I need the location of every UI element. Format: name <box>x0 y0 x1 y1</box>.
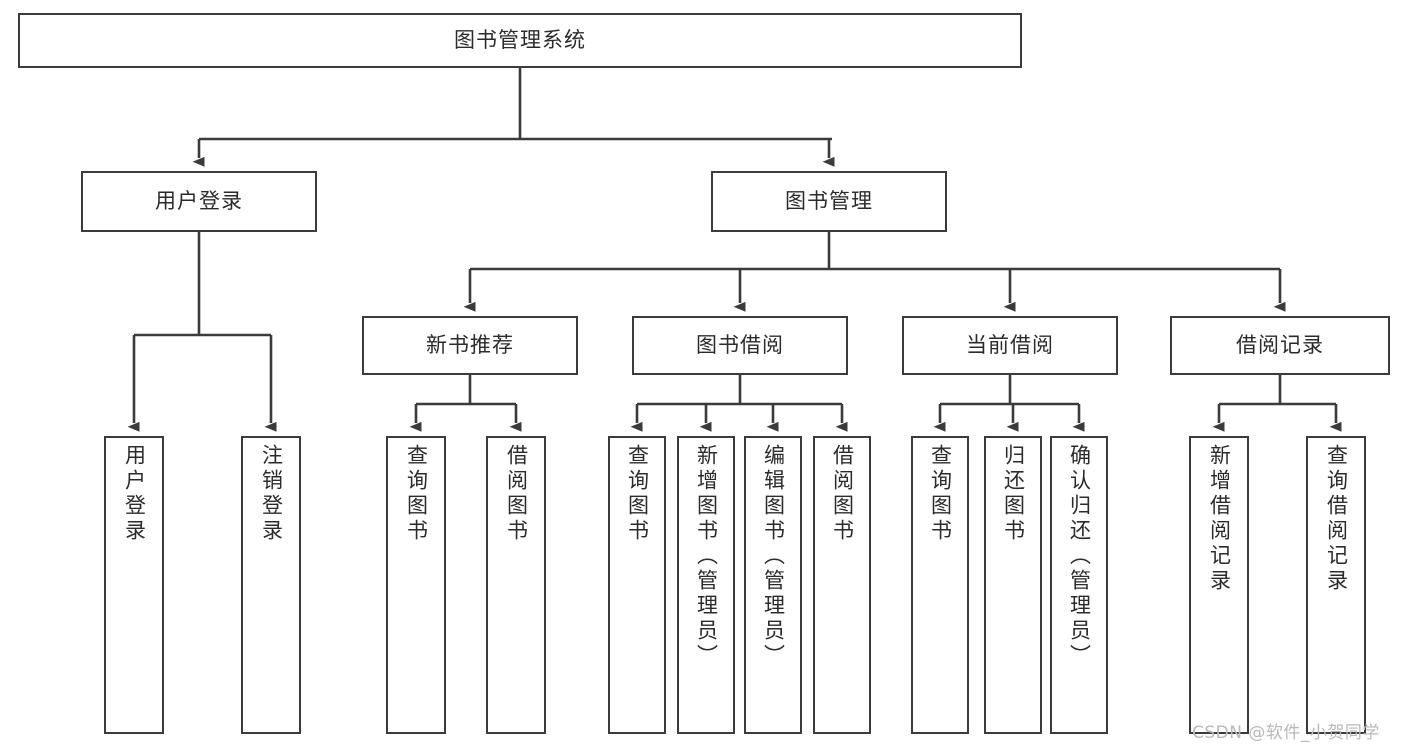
leaf-query-book-current-label: 查询图书 <box>928 444 953 544</box>
leaf-add-book-admin-label: 新增图书（管理员） <box>694 444 719 669</box>
leaf-user-login[interactable]: 用户登录 <box>104 436 164 734</box>
leaf-confirm-return-admin[interactable]: 确认归还（管理员） <box>1050 436 1108 734</box>
node-user-login-label: 用户登录 <box>155 189 243 214</box>
leaf-borrow-book-borrow-label: 借阅图书 <box>830 444 855 544</box>
leaf-add-borrow-record-label: 新增借阅记录 <box>1207 444 1232 594</box>
leaf-query-book-current[interactable]: 查询图书 <box>911 436 969 734</box>
leaf-logout-label: 注销登录 <box>259 444 284 544</box>
node-borrow-record-label: 借阅记录 <box>1236 333 1324 358</box>
node-book-borrow[interactable]: 图书借阅 <box>632 316 848 375</box>
node-user-login[interactable]: 用户登录 <box>81 171 317 232</box>
leaf-add-borrow-record[interactable]: 新增借阅记录 <box>1189 436 1249 734</box>
leaf-borrow-book-recommend[interactable]: 借阅图书 <box>486 436 546 734</box>
node-book-management[interactable]: 图书管理 <box>711 171 947 232</box>
leaf-return-book[interactable]: 归还图书 <box>984 436 1042 734</box>
leaf-confirm-return-admin-label: 确认归还（管理员） <box>1067 444 1092 669</box>
leaf-edit-book-admin-label: 编辑图书（管理员） <box>761 444 786 669</box>
node-root-label: 图书管理系统 <box>454 28 586 53</box>
node-current-borrow[interactable]: 当前借阅 <box>902 316 1118 375</box>
node-root[interactable]: 图书管理系统 <box>18 13 1022 68</box>
node-new-book-recommend-label: 新书推荐 <box>426 333 514 358</box>
node-current-borrow-label: 当前借阅 <box>966 333 1054 358</box>
leaf-query-borrow-record[interactable]: 查询借阅记录 <box>1306 436 1366 734</box>
leaf-user-login-label: 用户登录 <box>122 444 147 544</box>
leaf-logout[interactable]: 注销登录 <box>241 436 301 734</box>
leaf-return-book-label: 归还图书 <box>1001 444 1026 544</box>
leaf-query-book-borrow-label: 查询图书 <box>625 444 650 544</box>
leaf-query-book-recommend[interactable]: 查询图书 <box>386 436 446 734</box>
leaf-borrow-book-borrow[interactable]: 借阅图书 <box>813 436 871 734</box>
leaf-query-book-recommend-label: 查询图书 <box>404 444 429 544</box>
node-new-book-recommend[interactable]: 新书推荐 <box>362 316 578 375</box>
watermark: CSDN @软件_小贺同学 <box>1192 723 1380 743</box>
leaf-add-book-admin[interactable]: 新增图书（管理员） <box>677 436 735 734</box>
node-book-borrow-label: 图书借阅 <box>696 333 784 358</box>
leaf-query-book-borrow[interactable]: 查询图书 <box>608 436 666 734</box>
node-book-management-label: 图书管理 <box>785 189 873 214</box>
leaf-query-borrow-record-label: 查询借阅记录 <box>1324 444 1349 594</box>
leaf-edit-book-admin[interactable]: 编辑图书（管理员） <box>744 436 802 734</box>
node-borrow-record[interactable]: 借阅记录 <box>1170 316 1390 375</box>
leaf-borrow-book-recommend-label: 借阅图书 <box>504 444 529 544</box>
